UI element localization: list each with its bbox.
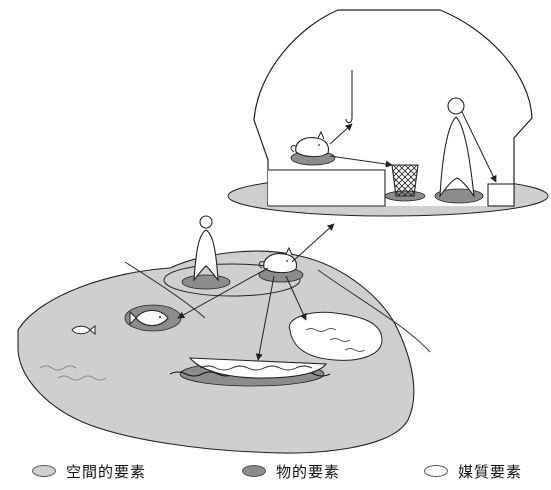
arrow-cat-to-fish (177, 267, 269, 319)
terrain-line (124, 261, 206, 319)
legend-spatial: 空間的要素 (32, 458, 146, 484)
arrow-person-to-box (461, 111, 497, 183)
legend-label-medium: 媒質要素 (458, 462, 523, 481)
arrow-cat-to-pond (285, 275, 307, 321)
box-icon (487, 183, 515, 207)
person-icon (193, 215, 219, 282)
island-ground (17, 250, 415, 454)
hut-cat-icon (290, 130, 330, 158)
arrow-cat-to-hut (291, 223, 335, 263)
arrow-cat-to-basket (329, 155, 393, 168)
medium-swatch-icon (424, 465, 448, 477)
pond-waves (305, 328, 366, 352)
arrow-cat-to-hook (329, 123, 353, 145)
person-shadow-physical (181, 274, 231, 290)
hut-counter (268, 169, 386, 207)
small-fish-icon (71, 324, 96, 336)
hut-person-icon (439, 97, 475, 198)
legend-medium: 媒質要素 (424, 458, 522, 484)
hook-icon (345, 70, 353, 124)
spatial-swatch-icon (32, 465, 56, 477)
arrow-cat-to-boat (255, 275, 275, 361)
waves-icon (39, 365, 107, 381)
physical-swatch-icon (242, 465, 266, 477)
legend-label-spatial: 空間的要素 (66, 462, 147, 481)
legend-physical: 物的要素 (242, 458, 340, 484)
fish-icon (129, 309, 169, 327)
legend-label-physical: 物的要素 (276, 462, 341, 481)
basket-icon (391, 164, 419, 197)
cat-icon (258, 246, 298, 274)
shore-line (317, 269, 431, 353)
boat-icon (188, 357, 328, 379)
pond-medium (288, 311, 383, 361)
